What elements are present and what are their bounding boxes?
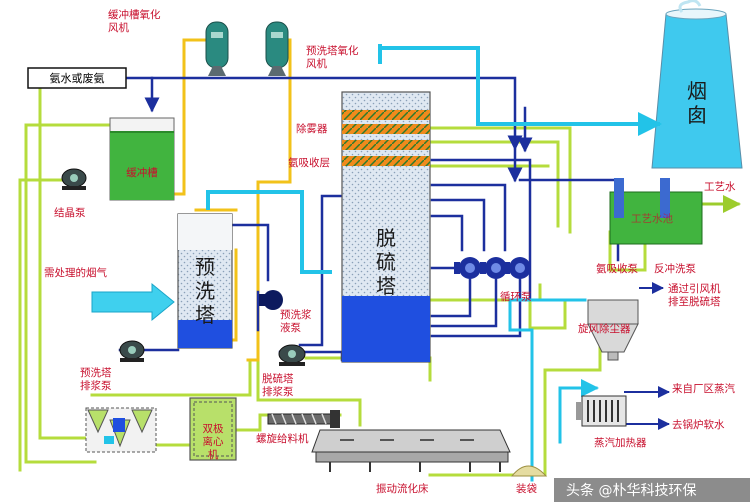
desulf-tower-label: 脱硫塔 [376,226,396,298]
boiler-water-label: 去锅炉软水 [672,418,725,431]
fan-1 [205,21,229,76]
oxidation-fans [205,21,289,76]
ammonia-pump-label: 氨吸收泵 [596,262,638,275]
watermark-text: 头条 @朴华科技环保 [566,482,696,499]
prewash-drain-pump [119,340,145,362]
labels: 缓冲槽氧化风机 预洗塔氧化风机 除雾器 氨吸收层 缓冲槽 结晶泵 预洗塔 需处理… [44,8,736,499]
demister-label: 除雾器 [296,122,328,135]
buffer-fan-label: 缓冲槽氧化风机 [108,8,161,34]
backwash-pump-label: 反冲洗泵 [654,262,696,275]
watermark-bar [554,478,750,502]
ammonia-input-box: 氨水或废氨 [27,67,127,89]
circ-pump-1 [454,257,481,279]
chimney-label: 烟囱 [687,79,707,127]
circ-pump-label: 循环泵 [500,290,532,303]
prewash-slurry-pump-label: 预洗浆液泵 [280,308,312,334]
cyclone [587,299,639,361]
steam-from-label: 来自厂区蒸汽 [672,382,735,395]
crystal-pump-label: 结晶泵 [54,206,86,219]
centrifuge-label: 双极离心机 [203,422,224,461]
buffer-tank-label: 缓冲槽 [126,166,158,179]
circ-pump-3 [504,257,531,279]
steam-heater [576,395,627,427]
bagging-pile [510,465,548,477]
process-water-tank [609,178,703,245]
steam-heater-label: 蒸汽加热器 [594,436,647,449]
screw-feeder-label: 螺旋给料机 [256,432,309,445]
prewash-fan-label: 预洗塔氧化风机 [306,44,359,70]
prewash-tower [177,213,233,349]
via-fan-label: 通过引风机排至脱硫塔 [668,282,721,308]
chimney [651,0,743,169]
prewash-drain-pump-label: 预洗塔排浆泵 [80,366,112,392]
crystallizer-group [85,407,157,453]
buffer-tank [109,117,175,201]
circ-pump-2 [480,257,507,279]
screw-feeder [267,410,340,428]
process-water-label: 工艺水 [704,181,736,193]
cyclone-label: 旋风除尘器 [578,322,631,335]
fluidized-bed [311,429,511,472]
ammonia-layer-label: 氨吸收层 [288,156,330,169]
crystal-pump [61,168,87,190]
desulf-drain-pump-label: 脱硫塔排浆泵 [262,372,294,398]
ammonia-input-label: 氨水或废氨 [50,71,105,85]
process-tank-label: 工艺水池 [631,212,673,225]
centrifuge [189,397,237,461]
flue-gas-label: 需处理的烟气 [44,266,107,279]
pipes [18,38,741,482]
desulf-tower [341,91,431,363]
bagging-label: 装袋 [516,482,537,495]
fan-2 [265,21,289,76]
circulation-pumps [454,257,531,279]
fluid-bed-label: 振动流化床 [376,482,429,495]
desulf-drain-pump [278,344,306,366]
flue-gas-arrow [91,282,175,322]
prewash-slurry-pump [259,290,283,310]
prewash-tower-label: 预洗塔 [195,255,215,327]
